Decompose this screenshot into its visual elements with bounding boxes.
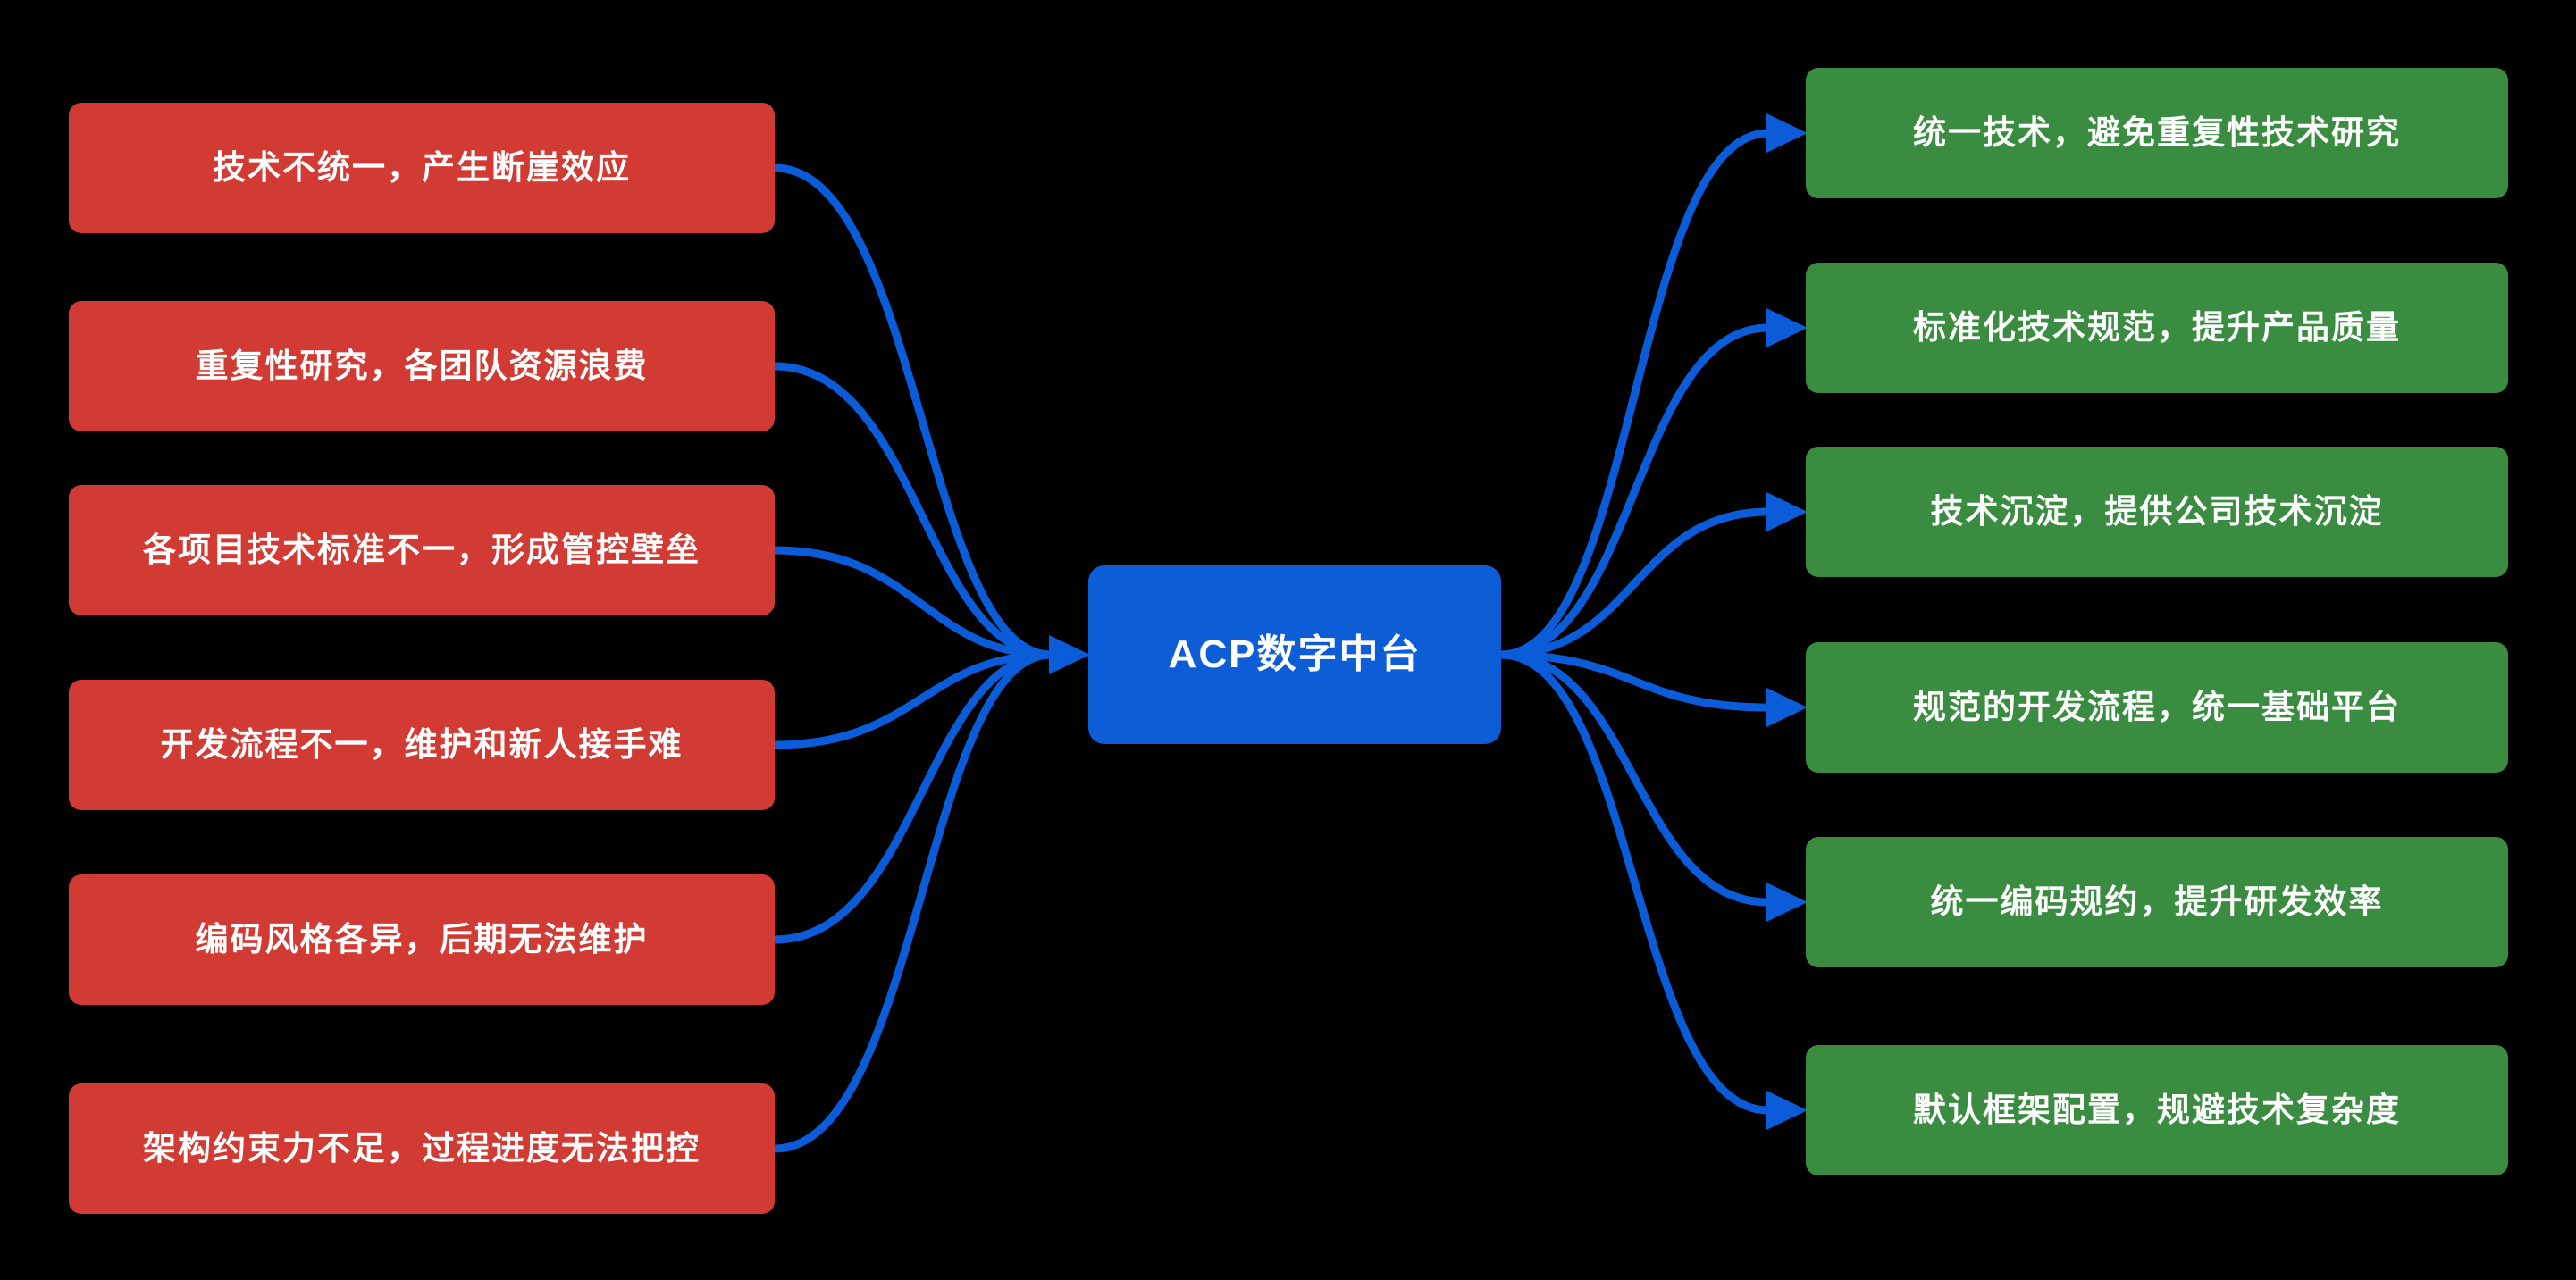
arrowhead-benefit-1 [1766, 308, 1808, 347]
connector-benefit-2 [1497, 507, 1773, 659]
connector-problem-1 [770, 362, 1055, 659]
problem-node: 架构约束力不足，过程进度无法把控 [69, 1083, 775, 1214]
connector-benefit-1 [1497, 323, 1773, 659]
connector-problem-5 [770, 650, 1055, 1153]
arrowhead-benefit-2 [1766, 492, 1808, 531]
problem-node: 各项目技术标准不一，形成管控壁垒 [69, 485, 775, 615]
benefit-node: 统一技术，避免重复性技术研究 [1806, 68, 2508, 198]
arrowhead-benefit-3 [1766, 688, 1808, 727]
problem-node: 编码风格各异，后期无法维护 [69, 874, 775, 1005]
benefit-node: 默认框架配置，规避技术复杂度 [1806, 1045, 2508, 1175]
arrowhead-center [1049, 635, 1090, 674]
problem-node: 重复性研究，各团队资源浪费 [69, 301, 775, 431]
connector-problem-2 [770, 546, 1055, 659]
arrowhead-benefit-5 [1766, 1091, 1808, 1130]
connector-benefit-5 [1497, 650, 1773, 1115]
connector-benefit-4 [1497, 650, 1773, 907]
benefit-node: 统一编码规约，提升研发效率 [1806, 837, 2508, 967]
arrowhead-benefit-0 [1766, 113, 1808, 153]
benefit-node: 规范的开发流程，统一基础平台 [1806, 642, 2508, 773]
connector-problem-4 [770, 650, 1055, 944]
center-node: ACP数字中台 [1088, 565, 1501, 744]
arrowhead-benefit-4 [1766, 883, 1808, 922]
problem-node: 开发流程不一，维护和新人接手难 [69, 680, 775, 810]
connector-problem-0 [770, 163, 1055, 659]
problem-node: 技术不统一，产生断崖效应 [69, 103, 775, 233]
benefit-node: 标准化技术规范，提升产品质量 [1806, 263, 2508, 393]
benefit-node: 技术沉淀，提供公司技术沉淀 [1806, 447, 2508, 577]
connector-benefit-3 [1497, 650, 1773, 712]
connector-problem-3 [770, 650, 1055, 749]
connector-benefit-0 [1497, 129, 1773, 659]
